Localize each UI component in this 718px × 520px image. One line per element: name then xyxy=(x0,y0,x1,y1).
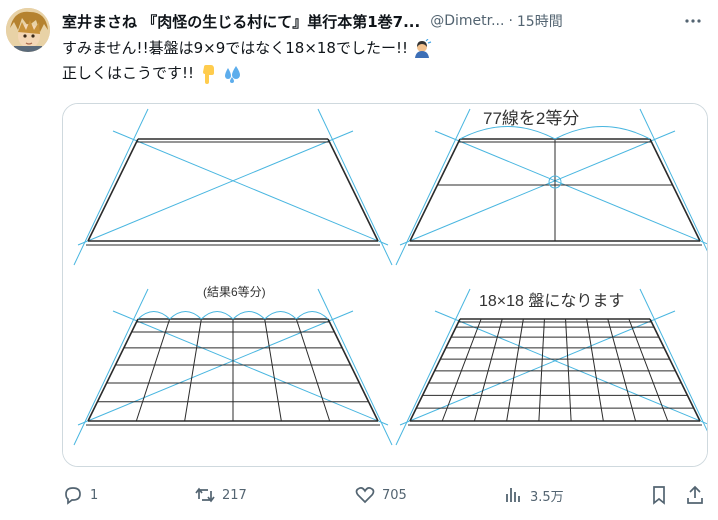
tweet-text: すみません!!碁盤は9×9ではなく18×18でしたー!! 正しくはこうです!! xyxy=(62,36,702,86)
board-edge-right xyxy=(327,138,379,242)
grid-vertical-line xyxy=(565,318,572,422)
tweet-text-line-1-content: すみません!!碁盤は9×9ではなく18×18でしたー!! xyxy=(62,39,409,57)
reply-button[interactable]: 1 xyxy=(62,482,98,508)
board-edge-left xyxy=(409,138,461,242)
avatar[interactable] xyxy=(6,8,50,52)
separator-dot: · xyxy=(508,13,513,29)
retweet-count: 217 xyxy=(222,487,247,503)
tweet-text-line-2: 正しくはこうです!! xyxy=(62,61,702,86)
grid-vertical-line xyxy=(135,318,171,422)
board-edge-right xyxy=(327,318,379,422)
guide-left-edge xyxy=(73,108,149,266)
grid-vertical-line xyxy=(506,318,524,422)
halving-arc xyxy=(459,126,556,140)
panel-2-halved-board xyxy=(395,108,707,266)
annotation-bottom-left: (結果6等分) xyxy=(203,285,266,299)
guide-diagonal-b xyxy=(77,310,354,426)
guide-left-edge xyxy=(395,288,471,446)
tweet-header: 室井まさね 『肉怪の生じる村にて』単行本第1巻7... @Dimetr... ·… xyxy=(62,10,708,32)
tweet-text-line-1: すみません!!碁盤は9×9ではなく18×18でしたー!! xyxy=(62,36,702,61)
board-edge-left xyxy=(87,138,139,242)
guide-right-edge xyxy=(317,288,393,446)
avatar-image xyxy=(6,8,50,52)
guide-diagonal-a xyxy=(112,130,389,246)
bookmark-icon xyxy=(653,486,665,505)
grid-vertical-line xyxy=(586,318,604,422)
reply-count: 1 xyxy=(90,487,99,503)
sweat-droplets-icon xyxy=(222,64,242,84)
grid-vertical-line xyxy=(295,318,331,422)
bowing-person-icon xyxy=(412,38,432,59)
bookmark-button[interactable] xyxy=(648,482,670,508)
retweet-button[interactable]: 217 xyxy=(194,482,247,508)
views-button[interactable]: 3.5万 xyxy=(502,482,564,508)
guide-diagonal-a xyxy=(434,130,707,245)
guide-diagonal-b xyxy=(77,130,354,246)
annotation-bottom-right: 18×18 盤になります xyxy=(479,292,624,310)
division-arc xyxy=(169,311,202,320)
center-point-marker xyxy=(548,175,562,189)
board-edge-right xyxy=(649,318,701,422)
tweet-image[interactable]: 77線を2等分 (結果6等分) 18×18 盤になります xyxy=(62,103,708,467)
board-edge-right xyxy=(649,138,701,242)
guide-right-edge xyxy=(317,108,393,266)
division-arc xyxy=(295,311,329,320)
board-edge-left xyxy=(87,318,139,422)
views-icon xyxy=(506,488,520,502)
guide-diagonal-a xyxy=(112,310,389,426)
division-arc xyxy=(200,311,234,320)
tweet-text-line-2-content: 正しくはこうです!! xyxy=(62,64,195,82)
grid-vertical-line xyxy=(628,318,669,422)
retweet-icon xyxy=(195,487,215,503)
panel-1-outline-with-diagonals xyxy=(73,108,393,266)
grid-vertical-line xyxy=(184,318,202,422)
division-arc xyxy=(264,311,297,320)
reply-icon xyxy=(65,487,81,505)
annotation-top-right: 77線を2等分 xyxy=(483,109,579,128)
panel-3-six-divisions xyxy=(73,288,393,446)
view-count: 3.5万 xyxy=(530,489,564,505)
pointing-down-icon xyxy=(198,64,218,84)
grid-vertical-line xyxy=(538,318,545,422)
board-edge-left xyxy=(409,318,461,422)
share-button[interactable] xyxy=(684,482,706,508)
display-name[interactable]: 室井まさね 『肉怪の生じる村にて』単行本第1巻7... xyxy=(62,12,421,31)
guide-left-edge xyxy=(395,108,471,266)
halving-arc xyxy=(554,126,651,140)
grid-vertical-line xyxy=(264,318,282,422)
action-bar: 1 217 705 3.5万 xyxy=(62,482,712,508)
user-handle[interactable]: @Dimetr... xyxy=(430,13,505,29)
go-board-perspective-drawing: 77線を2等分 (結果6等分) 18×18 盤になります xyxy=(63,104,707,466)
more-icon[interactable] xyxy=(678,10,708,32)
share-icon xyxy=(687,485,703,504)
grid-vertical-line xyxy=(607,318,637,422)
division-arc xyxy=(232,311,266,320)
guide-diagonal-b xyxy=(399,130,676,246)
panel-4-18x18-grid xyxy=(395,288,707,446)
grid-vertical-line xyxy=(473,318,503,422)
guide-left-edge xyxy=(73,288,149,446)
guide-diagonal-a xyxy=(434,310,707,425)
guide-diagonal-b xyxy=(399,310,676,426)
guide-right-edge xyxy=(639,288,707,432)
like-button[interactable]: 705 xyxy=(354,482,407,508)
guide-right-edge xyxy=(639,108,707,252)
division-arc xyxy=(137,311,171,320)
like-icon xyxy=(355,487,375,504)
grid-vertical-line xyxy=(441,318,482,422)
timestamp[interactable]: 15時間 xyxy=(516,14,563,30)
like-count: 705 xyxy=(382,487,407,503)
